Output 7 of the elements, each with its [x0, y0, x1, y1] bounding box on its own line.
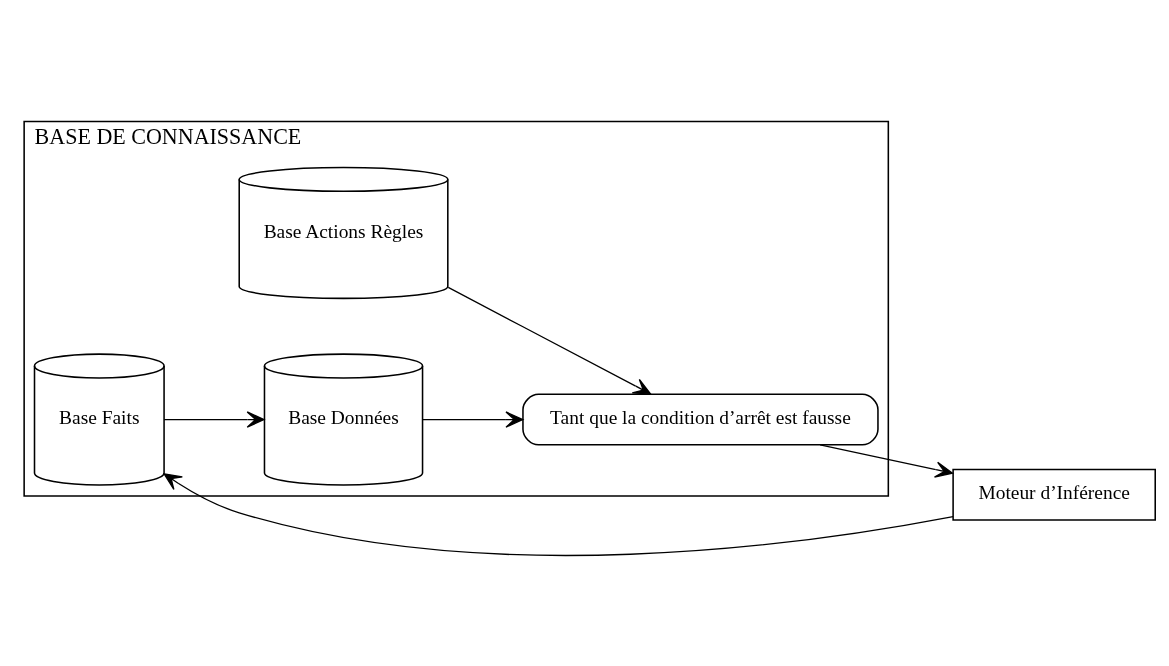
- node-box: Moteur d’Inférence: [952, 468, 1156, 521]
- arrow: [163, 410, 265, 428]
- arrow: [421, 410, 524, 428]
- arrow: [819, 443, 954, 478]
- node-box: Tant que la condition d’arrêt est fausse: [522, 393, 879, 446]
- arrow: [447, 286, 652, 395]
- arrow: [163, 472, 954, 556]
